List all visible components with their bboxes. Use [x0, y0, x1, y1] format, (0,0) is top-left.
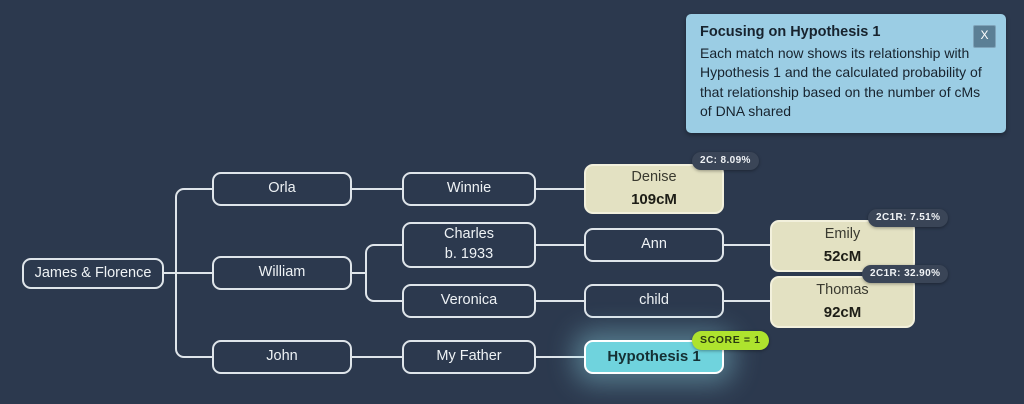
- relationship-badge-denise[interactable]: 2C: 8.09%: [692, 152, 759, 170]
- match-shared-cm: 92cM: [823, 304, 862, 322]
- node-label: Charles: [444, 226, 494, 243]
- node-charles[interactable]: Charles b. 1933: [402, 222, 536, 268]
- node-match-thomas[interactable]: Thomas 92cM: [770, 276, 915, 328]
- tooltip-title: Focusing on Hypothesis 1: [700, 24, 881, 40]
- node-john[interactable]: John: [212, 340, 352, 374]
- node-ann[interactable]: Ann: [584, 228, 724, 262]
- node-birth-year: b. 1933: [444, 246, 494, 262]
- node-label: Hypothesis 1: [607, 347, 701, 365]
- node-label: Orla: [268, 180, 296, 197]
- node-william[interactable]: William: [212, 256, 352, 290]
- node-label: William: [258, 264, 306, 281]
- node-child[interactable]: child: [584, 284, 724, 318]
- relationship-badge-emily[interactable]: 2C1R: 7.51%: [868, 209, 949, 227]
- node-match-denise[interactable]: Denise 109cM: [584, 164, 724, 214]
- node-label: Veronica: [440, 292, 498, 309]
- node-james-and-florence[interactable]: James & Florence: [22, 258, 164, 289]
- relationship-badge-thomas[interactable]: 2C1R: 32.90%: [862, 265, 949, 283]
- match-name: Thomas: [816, 281, 869, 298]
- node-match-emily[interactable]: Emily 52cM: [770, 220, 915, 272]
- tooltip-body: Each match now shows its relationship wi…: [700, 45, 982, 119]
- node-veronica[interactable]: Veronica: [402, 284, 536, 318]
- node-label: Ann: [641, 236, 667, 253]
- score-badge-hypothesis-1[interactable]: SCORE = 1: [692, 331, 769, 350]
- match-shared-cm: 109cM: [631, 191, 677, 209]
- node-winnie[interactable]: Winnie: [402, 172, 536, 206]
- node-label: My Father: [436, 348, 502, 365]
- node-label: child: [639, 292, 669, 309]
- match-shared-cm: 52cM: [823, 248, 862, 266]
- node-label: James & Florence: [34, 264, 152, 281]
- node-label: John: [266, 348, 298, 365]
- match-name: Denise: [631, 168, 677, 185]
- node-my-father[interactable]: My Father: [402, 340, 536, 374]
- match-name: Emily: [824, 225, 861, 242]
- node-orla[interactable]: Orla: [212, 172, 352, 206]
- info-tooltip: X Focusing on Hypothesis 1 Each match no…: [686, 14, 1006, 134]
- close-icon[interactable]: X: [973, 25, 996, 48]
- node-label: Winnie: [446, 180, 492, 197]
